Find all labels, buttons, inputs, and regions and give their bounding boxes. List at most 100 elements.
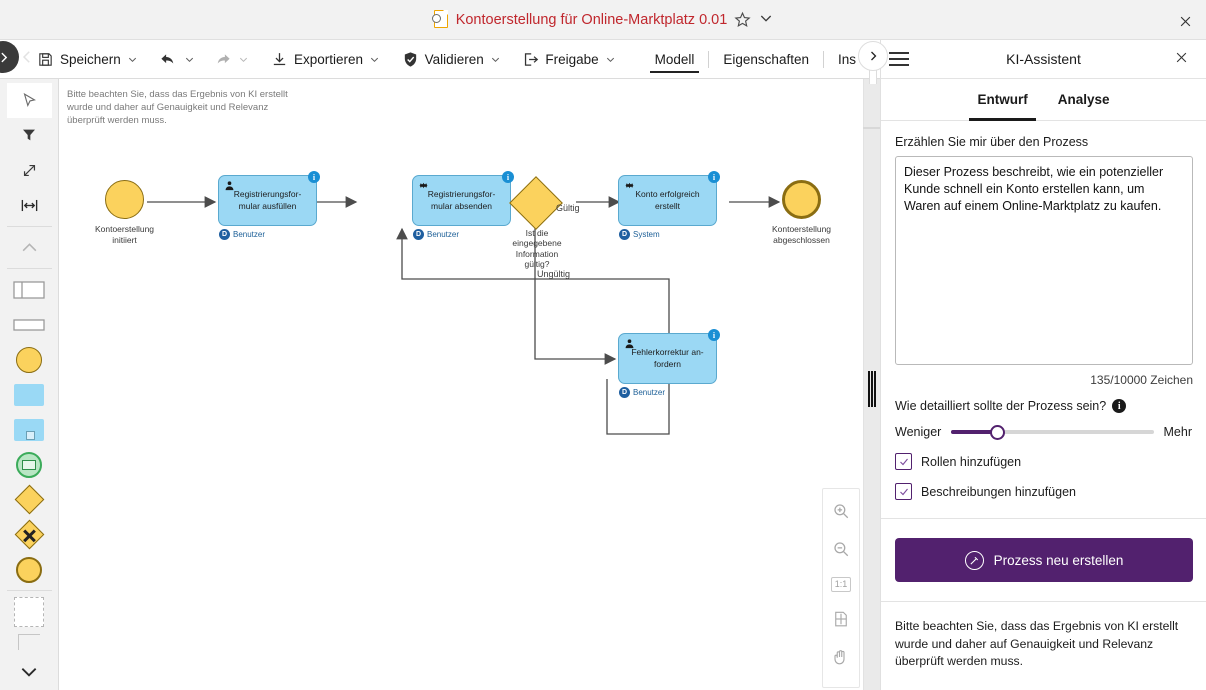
zoom-in-button[interactable] [826,495,856,527]
shape-palette [0,79,59,690]
checkbox-rollen-box[interactable] [895,453,912,470]
select-pointer-tool[interactable] [6,82,52,118]
palette-expand-more-button[interactable] [7,655,52,690]
redo-button[interactable] [204,40,258,79]
palette-annotation-shape[interactable] [7,630,52,655]
tab-divider [822,50,824,68]
create-process-button[interactable]: Prozess neu erstellen [895,538,1193,582]
ai-panel-close-button[interactable] [1174,50,1194,70]
save-button[interactable]: Speichern [28,40,147,79]
task-info-badge[interactable]: i [708,329,720,341]
tab-modell[interactable]: Modell [641,40,709,79]
align-horizontal-tool[interactable] [7,188,52,223]
diagram-canvas[interactable]: Bitte beachten Sie, dass das Ergebnis vo… [59,79,863,690]
tab-entwurf[interactable]: Entwurf [969,79,1037,121]
slider-fill [951,430,996,434]
checkbox-beschreibungen[interactable]: Beschreibungen hinzufügen [895,483,1192,500]
user-icon [225,181,234,191]
create-process-label: Prozess neu erstellen [993,552,1124,568]
page-title: Kontoerstellung für Online-Marktplatz 0.… [455,11,728,28]
fit-to-page-button[interactable] [826,603,856,635]
redo-chevron-down-icon [240,57,248,62]
view-tabs: Modell Eigenschaften Ins [641,40,880,79]
tab-analyse[interactable]: Analyse [1057,92,1110,107]
slider-thumb[interactable] [989,425,1005,440]
prompt-textarea[interactable]: Dieser Prozess beschreibt, wie ein poten… [895,156,1193,365]
detail-slider-row: Weniger Mehr [895,424,1192,440]
palette-pool-shape[interactable] [7,272,52,307]
palette-start-event-shape[interactable] [7,342,52,377]
share-label: Freigabe [545,51,599,67]
role-icon: D [219,229,230,240]
palette-subprocess-shape[interactable] [7,412,52,447]
favorite-star-icon[interactable] [734,11,751,28]
palette-message-event-shape[interactable] [7,447,52,482]
task-info-badge[interactable]: i [708,171,720,183]
palette-group-shape[interactable] [7,594,52,629]
detail-question-row: Wie detailliert sollte der Prozess sein?… [895,399,1192,413]
sequence-flows [147,196,781,435]
slider-rail [951,430,1154,434]
info-icon[interactable]: i [1112,399,1127,413]
checkbox-beschreibungen-label: Beschreibungen hinzufügen [921,484,1076,499]
undo-button[interactable] [150,40,204,79]
ai-panel-tabs: Entwurf Analyse [881,79,1206,121]
one-to-one-icon[interactable]: 1:1 [831,576,851,592]
share-button[interactable]: Freigabe [513,40,624,79]
palette-task-shape[interactable] [7,377,52,412]
export-button[interactable]: Exportieren [262,40,389,79]
gear-icon [625,182,634,189]
title-bar: Kontoerstellung für Online-Marktplatz 0.… [0,0,1206,40]
panel-divider [881,518,1206,519]
tab-eigenschaften[interactable]: Eigenschaften [723,51,809,67]
pan-hand-button[interactable] [826,641,856,673]
detail-question-label: Wie detailliert sollte der Prozess sein? [895,399,1107,413]
toolbar: Speichern Exportieren [0,40,880,79]
palette-exclusive-gateway-shape[interactable] [7,482,52,517]
detail-slider[interactable] [951,424,1154,440]
hamburger-menu-icon[interactable] [889,51,909,67]
expand-right-panel-button[interactable] [858,41,888,71]
filter-tool[interactable] [7,118,52,153]
window-close-button[interactable] [1174,10,1196,32]
zoom-actual-size-wrapper[interactable]: 1:1 [826,571,856,597]
palette-lane-shape[interactable] [7,307,52,342]
tab-instanzen[interactable]: Ins [837,51,856,67]
character-counter: 135/10000 Zeichen [1090,373,1193,387]
export-chevron-down-icon [370,57,379,62]
title-chevron-down-icon[interactable] [758,10,774,29]
task-info-badge[interactable]: i [502,171,514,183]
process-document-icon [431,10,449,29]
palette-end-event-shape[interactable] [7,552,52,587]
collapse-up-tool[interactable] [7,230,52,265]
checkbox-rollen[interactable]: Rollen hinzufügen [895,453,1192,470]
zoom-out-button[interactable] [826,533,856,565]
save-label: Speichern [60,51,121,67]
role-icon: D [619,387,630,398]
tab-divider [708,50,710,68]
ai-assistant-panel: KI-Assistent Entwurf Analyse Erzählen Si… [880,40,1206,690]
gear-icon [419,182,428,189]
resize-diagonal-tool[interactable] [7,153,52,188]
checkbox-beschreibungen-box[interactable] [895,483,912,500]
ai-panel-title: KI-Assistent [1006,51,1081,67]
user-icon [625,339,634,349]
undo-chevron-down-icon [186,57,194,62]
palette-parallel-gateway-shape[interactable] [7,517,52,552]
task-info-badge[interactable]: i [308,171,320,183]
panel-resize-handle[interactable] [868,371,876,407]
validate-button[interactable]: Validieren [393,40,510,79]
expand-left-rail-button[interactable] [0,41,19,73]
